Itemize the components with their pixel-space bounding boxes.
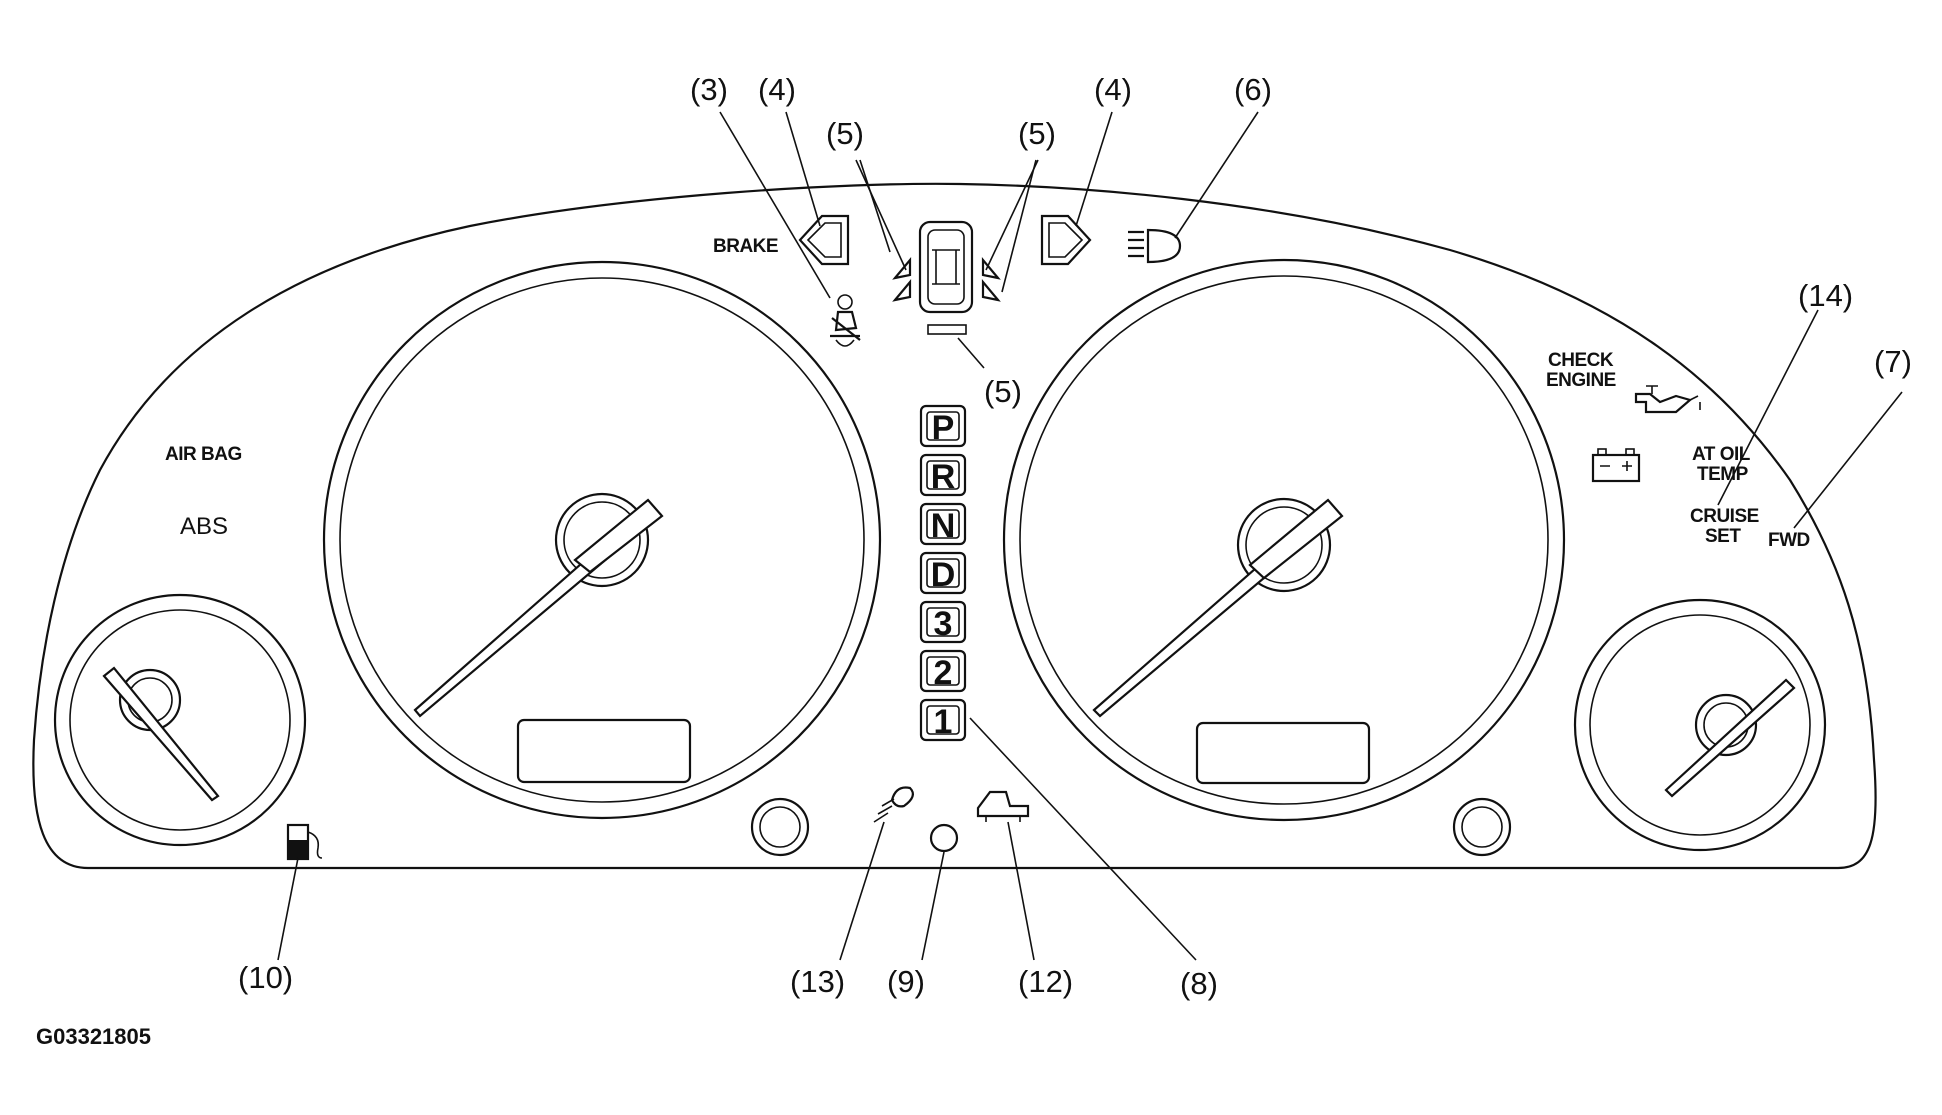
callout-5-right: (5) — [1018, 116, 1056, 151]
oil-can-icon — [1634, 385, 1701, 414]
callout-4-right: (4) — [1094, 72, 1132, 107]
door-ajar-car-icon — [892, 220, 1001, 335]
trunk-open-icon — [976, 790, 1030, 822]
brake-label: BRAKE — [713, 236, 778, 257]
gear-position-2: 2 — [919, 649, 967, 693]
seat-belt-icon — [830, 294, 861, 347]
svg-text:P: P — [932, 409, 955, 447]
at-oil-temp-label-line2: TEMP — [1697, 464, 1749, 485]
gear-position-d: D — [919, 551, 967, 595]
fog-light-icon — [873, 786, 914, 823]
callout-6: (6) — [1234, 72, 1272, 107]
callout-7: (7) — [1874, 344, 1912, 379]
callout-8: (8) — [1180, 966, 1218, 1001]
odometer-display — [516, 718, 692, 784]
fuel-gauge-needle — [102, 666, 220, 802]
right-turn-arrow-icon — [1040, 214, 1092, 266]
gear-position-1: 1 — [919, 698, 967, 742]
gear-position-n: N — [919, 502, 967, 546]
right-reset-knob — [1452, 797, 1512, 857]
gear-position-p: P — [919, 404, 967, 448]
fuel-gauge — [53, 593, 307, 847]
svg-text:R: R — [931, 458, 956, 496]
callout-3: (3) — [690, 72, 728, 107]
check-engine-label-line1: CHECK — [1548, 350, 1614, 371]
left-reset-knob — [750, 797, 810, 857]
high-beam-icon — [1128, 228, 1182, 264]
callout-4-left: (4) — [758, 72, 796, 107]
gear-position-r: R — [919, 453, 967, 497]
tachometer-gauge — [1002, 258, 1566, 822]
cruise-set-label-line1: CRUISE — [1690, 506, 1759, 527]
gear-position-3: 3 — [919, 600, 967, 644]
callout-9: (9) — [887, 964, 925, 999]
fuel-pump-icon — [286, 823, 323, 861]
callout-5-bottom: (5) — [984, 374, 1022, 409]
at-oil-temp-label-line1: AT OIL — [1692, 444, 1751, 465]
svg-text:D: D — [931, 556, 956, 594]
speedometer-gauge — [322, 260, 882, 820]
callout-10: (10) — [238, 960, 293, 995]
indicator-lamp — [929, 823, 959, 853]
figure-id: G03321805 — [36, 1024, 151, 1049]
svg-text:N: N — [931, 507, 956, 545]
cruise-set-label-line2: SET — [1705, 526, 1741, 547]
cluster-housing-outline — [32, 182, 1877, 870]
svg-text:2: 2 — [934, 654, 953, 692]
leader-lines — [277, 111, 1903, 961]
callout-14: (14) — [1798, 278, 1853, 313]
fwd-label: FWD — [1768, 530, 1810, 551]
abs-label: ABS — [180, 513, 228, 540]
svg-text:3: 3 — [934, 605, 953, 643]
trip-display — [1195, 721, 1371, 785]
left-turn-arrow-icon — [798, 214, 850, 266]
callout-5-left: (5) — [826, 116, 864, 151]
temperature-gauge-needle — [1664, 678, 1796, 798]
check-engine-label-line2: ENGINE — [1546, 370, 1616, 391]
callout-12: (12) — [1018, 964, 1073, 999]
air-bag-label: AIR BAG — [165, 444, 242, 465]
gear-selector: P R N D 3 2 1 — [919, 404, 967, 742]
battery-icon — [1591, 448, 1641, 483]
callout-13: (13) — [790, 964, 845, 999]
temperature-gauge — [1573, 598, 1827, 852]
svg-text:1: 1 — [934, 703, 953, 741]
